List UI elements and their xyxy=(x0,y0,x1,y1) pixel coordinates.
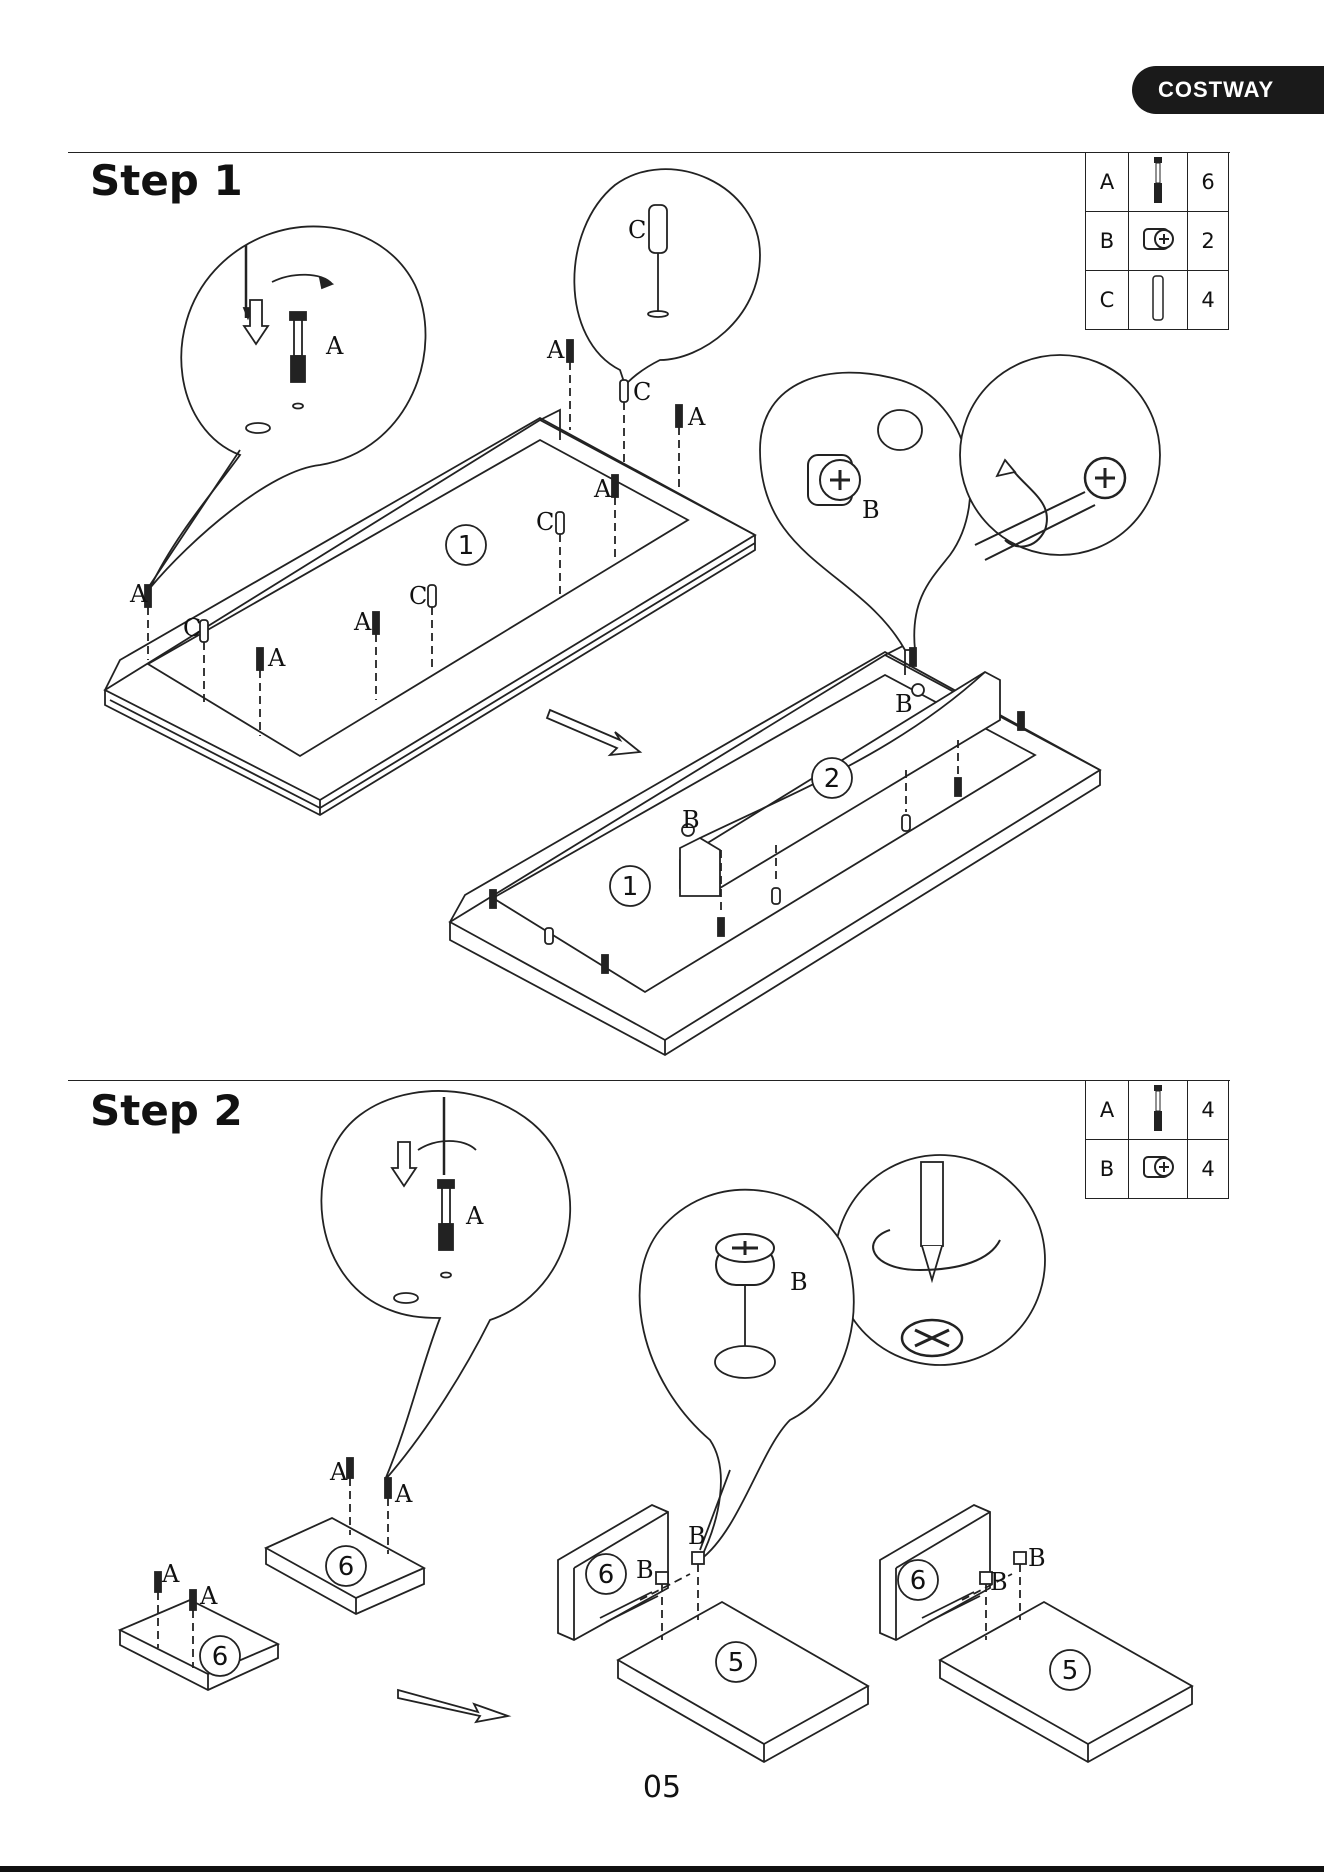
part-label: B xyxy=(1028,1544,1046,1572)
callout-label: C xyxy=(628,216,646,244)
panel-6-block-a xyxy=(120,1600,278,1690)
callout-label: B xyxy=(790,1268,808,1296)
footer-rule xyxy=(0,1866,1324,1872)
part-label: A xyxy=(353,608,372,636)
part-label: A xyxy=(329,1458,348,1486)
part-label: A xyxy=(267,644,286,672)
panel-number: 5 xyxy=(728,1648,745,1678)
callout-bubble-b xyxy=(760,355,1160,650)
part-label: C xyxy=(409,582,427,610)
part-label: A xyxy=(394,1480,413,1508)
part-label: B xyxy=(895,690,913,718)
panel-number: 6 xyxy=(338,1552,355,1582)
panel-number: 2 xyxy=(824,764,841,794)
panel-number: 5 xyxy=(1062,1656,1079,1686)
part-label: A xyxy=(593,475,612,503)
frame-panel-assembled xyxy=(450,645,1100,1055)
panel-number: 6 xyxy=(910,1566,927,1596)
part-label: A xyxy=(687,403,706,431)
part-label: B xyxy=(636,1556,654,1584)
callout-bubble-c xyxy=(574,169,760,385)
direction-arrow xyxy=(398,1690,508,1722)
part-label: A xyxy=(199,1582,218,1610)
part-label: C xyxy=(633,378,651,406)
callout-label: A xyxy=(465,1202,484,1230)
callout-bubble-a-step2 xyxy=(321,1091,570,1480)
page-number: 05 xyxy=(0,1770,1324,1805)
panel-number: 6 xyxy=(212,1642,229,1672)
panel-number: 1 xyxy=(622,872,639,902)
direction-arrow xyxy=(547,710,640,755)
part-label: C xyxy=(183,614,201,642)
part-label: A xyxy=(546,336,565,364)
part-label: B xyxy=(682,806,700,834)
panel-number: 1 xyxy=(458,531,475,561)
callout-label: B xyxy=(862,496,880,524)
part-label: B xyxy=(688,1522,706,1550)
part-label: C xyxy=(536,508,554,536)
part-label: A xyxy=(129,580,148,608)
callout-bubble-b-step2 xyxy=(640,1155,1045,1560)
frame-panel-1 xyxy=(105,410,755,815)
part-label: A xyxy=(161,1560,180,1588)
callout-label: A xyxy=(325,332,344,360)
panel-number: 6 xyxy=(598,1560,615,1590)
part-label: B xyxy=(990,1568,1008,1596)
